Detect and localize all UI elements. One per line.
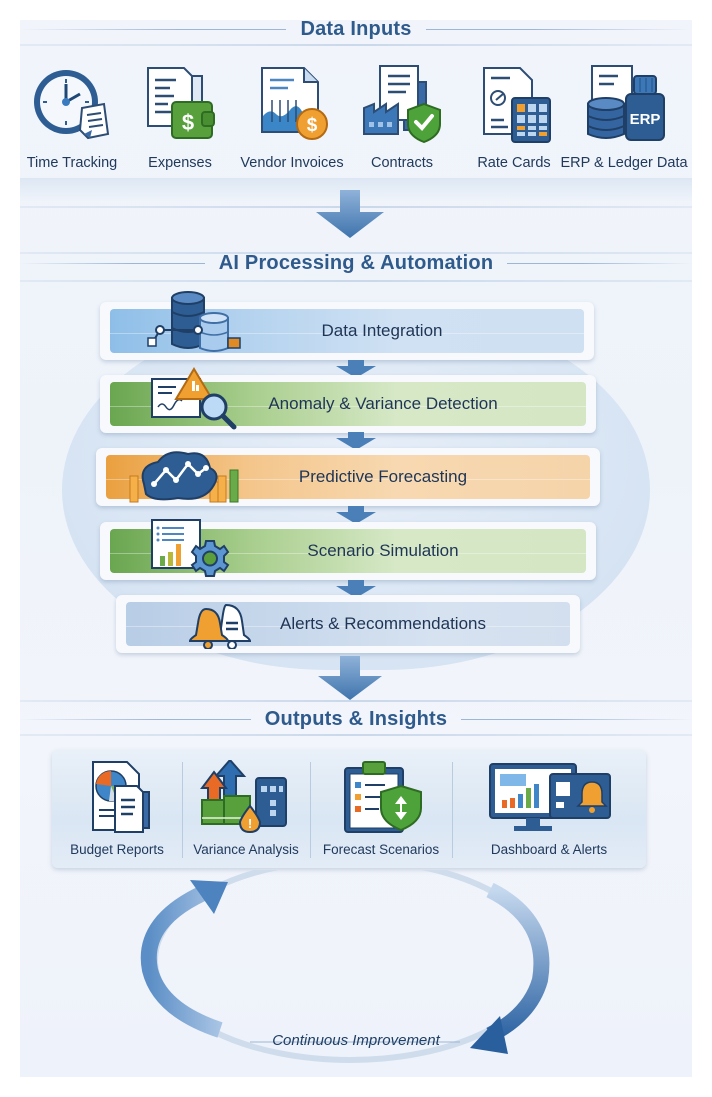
section-header-processing: AI Processing & Automation xyxy=(20,246,692,280)
svg-text:$: $ xyxy=(182,110,194,135)
database-network-icon xyxy=(147,291,241,352)
step-label: Data Integration xyxy=(321,321,443,340)
cycle-label: Continuous Improvement xyxy=(272,1032,440,1049)
header-rule xyxy=(461,718,692,720)
input-label: Time Tracking xyxy=(26,155,118,171)
section-title: AI Processing & Automation xyxy=(218,251,494,274)
pie-chart-report-icon xyxy=(92,761,150,833)
separator xyxy=(182,762,183,858)
divider xyxy=(20,700,692,702)
cloud-trend-chart-icon xyxy=(129,451,239,503)
monitor-bell-icon xyxy=(489,763,611,831)
step-label: Anomaly & Variance Detection xyxy=(268,394,498,413)
divider xyxy=(20,44,692,46)
output-variance-analysis: ! Variance Analysis xyxy=(182,750,310,868)
output-label: Variance Analysis xyxy=(193,842,299,857)
divider xyxy=(20,734,692,736)
flow-arrow-down-icon xyxy=(336,360,376,378)
header-rule xyxy=(507,262,692,264)
step-scenario-simulation: Scenario Simulation xyxy=(100,519,596,580)
output-dashboard-alerts: Dashboard & Alerts xyxy=(452,750,646,868)
input-label: Contracts xyxy=(370,155,434,171)
divider xyxy=(20,252,692,254)
section-header-outputs: Outputs & Insights xyxy=(20,702,692,736)
input-label: Expenses xyxy=(148,155,212,171)
database-erp-icon: ERP xyxy=(587,65,665,141)
output-budget-reports: Budget Reports xyxy=(52,750,182,868)
clock-document-icon xyxy=(34,70,110,140)
document-wallet-dollar-icon: $ xyxy=(147,67,215,139)
header-rule xyxy=(20,28,287,30)
workflow-diagram: Data Inputs Time Tracking xyxy=(20,20,692,1077)
warning-magnifier-icon xyxy=(151,367,237,430)
svg-text:ERP: ERP xyxy=(630,111,661,128)
flow-arrow-down-icon xyxy=(318,656,382,700)
output-label: Forecast Scenarios xyxy=(322,842,440,857)
step-label: Scenario Simulation xyxy=(307,541,459,560)
bells-icon xyxy=(188,603,252,649)
separator xyxy=(452,762,453,858)
input-contracts: Contracts xyxy=(346,60,458,205)
clipboard-shield-icon xyxy=(344,761,422,833)
header-rule xyxy=(20,262,205,264)
svg-text:$: $ xyxy=(307,115,318,136)
input-label: Vendor Invoices xyxy=(240,155,344,171)
output-label: Dashboard & Alerts xyxy=(490,842,608,857)
document-calculator-icon xyxy=(483,67,551,143)
input-erp-ledger: ERP ERP & Ledger Data xyxy=(560,60,688,205)
step-alerts-recommendations: Alerts & Recommendations xyxy=(116,595,580,653)
step-data-integration: Data Integration xyxy=(100,291,594,360)
input-label: Rate Cards xyxy=(477,155,551,171)
input-rate-cards: Rate Cards xyxy=(458,60,570,205)
section-header-inputs: Data Inputs xyxy=(20,20,692,46)
step-label: Alerts & Recommendations xyxy=(280,614,486,633)
chart-gear-icon xyxy=(151,519,230,577)
step-anomaly-detection: Anomaly & Variance Detection xyxy=(100,367,596,433)
section-title: Outputs & Insights xyxy=(264,707,448,730)
inputs-row: Time Tracking $ Expenses $ xyxy=(20,60,692,205)
header-rule xyxy=(425,28,692,30)
step-label: Predictive Forecasting xyxy=(298,467,468,486)
contract-factory-shield-icon xyxy=(363,65,441,144)
flow-arrow-down-icon xyxy=(336,432,376,450)
arrows-calculator-icon: ! xyxy=(200,760,287,834)
input-time-tracking: Time Tracking xyxy=(20,60,128,205)
separator xyxy=(310,762,311,858)
svg-text:!: ! xyxy=(248,816,252,831)
header-rule xyxy=(20,718,251,720)
output-forecast-scenarios: Forecast Scenarios xyxy=(310,750,452,868)
invoice-dollar-coin-icon: $ xyxy=(261,67,328,140)
input-expenses: $ Expenses xyxy=(124,60,236,205)
input-vendor-invoices: $ Vendor Invoices xyxy=(236,60,348,205)
input-label: ERP & Ledger Data xyxy=(560,155,688,171)
cycle-arrows-icon xyxy=(140,870,550,1063)
continuous-improvement-cycle: Continuous Improvement xyxy=(20,870,692,1077)
step-predictive-forecasting: Predictive Forecasting xyxy=(96,448,600,506)
flow-arrow-down-icon xyxy=(336,580,376,598)
output-label: Budget Reports xyxy=(70,842,164,857)
section-title: Data Inputs xyxy=(300,20,412,40)
divider xyxy=(20,280,692,282)
flow-arrow-down-icon xyxy=(336,506,376,524)
flow-arrow-down-icon xyxy=(316,190,384,238)
outputs-card: Budget Reports ! Variance Analysis xyxy=(52,750,646,868)
